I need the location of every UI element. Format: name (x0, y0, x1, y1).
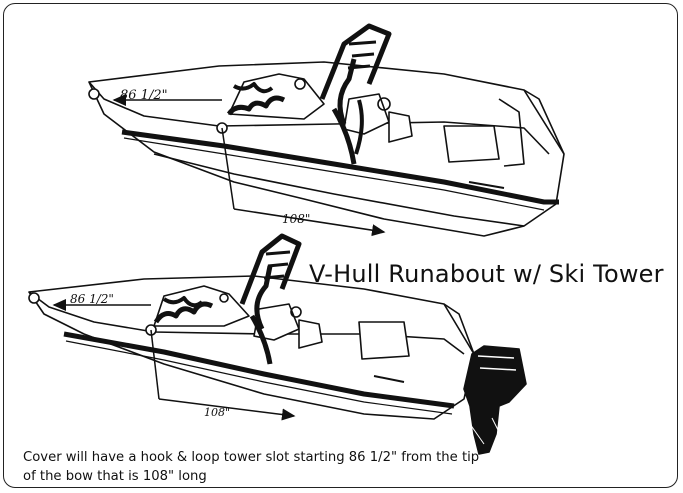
diagram-caption: Cover will have a hook & loop tower slot… (23, 450, 480, 484)
top-bow-measure-label: 86 1/2" (120, 88, 168, 103)
top-slot-measure-label: 108" (282, 212, 311, 226)
bottom-bow-measure-label: 86 1/2" (70, 292, 114, 306)
bottom-slot-measure-label: 108" (204, 406, 231, 419)
bottom-dimension-lines (52, 299, 296, 421)
diagram-frame: 86 1/2" 108" 86 1/2" 108" V-Hull Runabou… (3, 3, 678, 488)
diagram-title: V-Hull Runabout w/ Ski Tower (309, 260, 664, 288)
boat-illustrations (28, 23, 565, 455)
top-boat (88, 23, 565, 237)
top-dimension-lines (112, 94, 386, 237)
